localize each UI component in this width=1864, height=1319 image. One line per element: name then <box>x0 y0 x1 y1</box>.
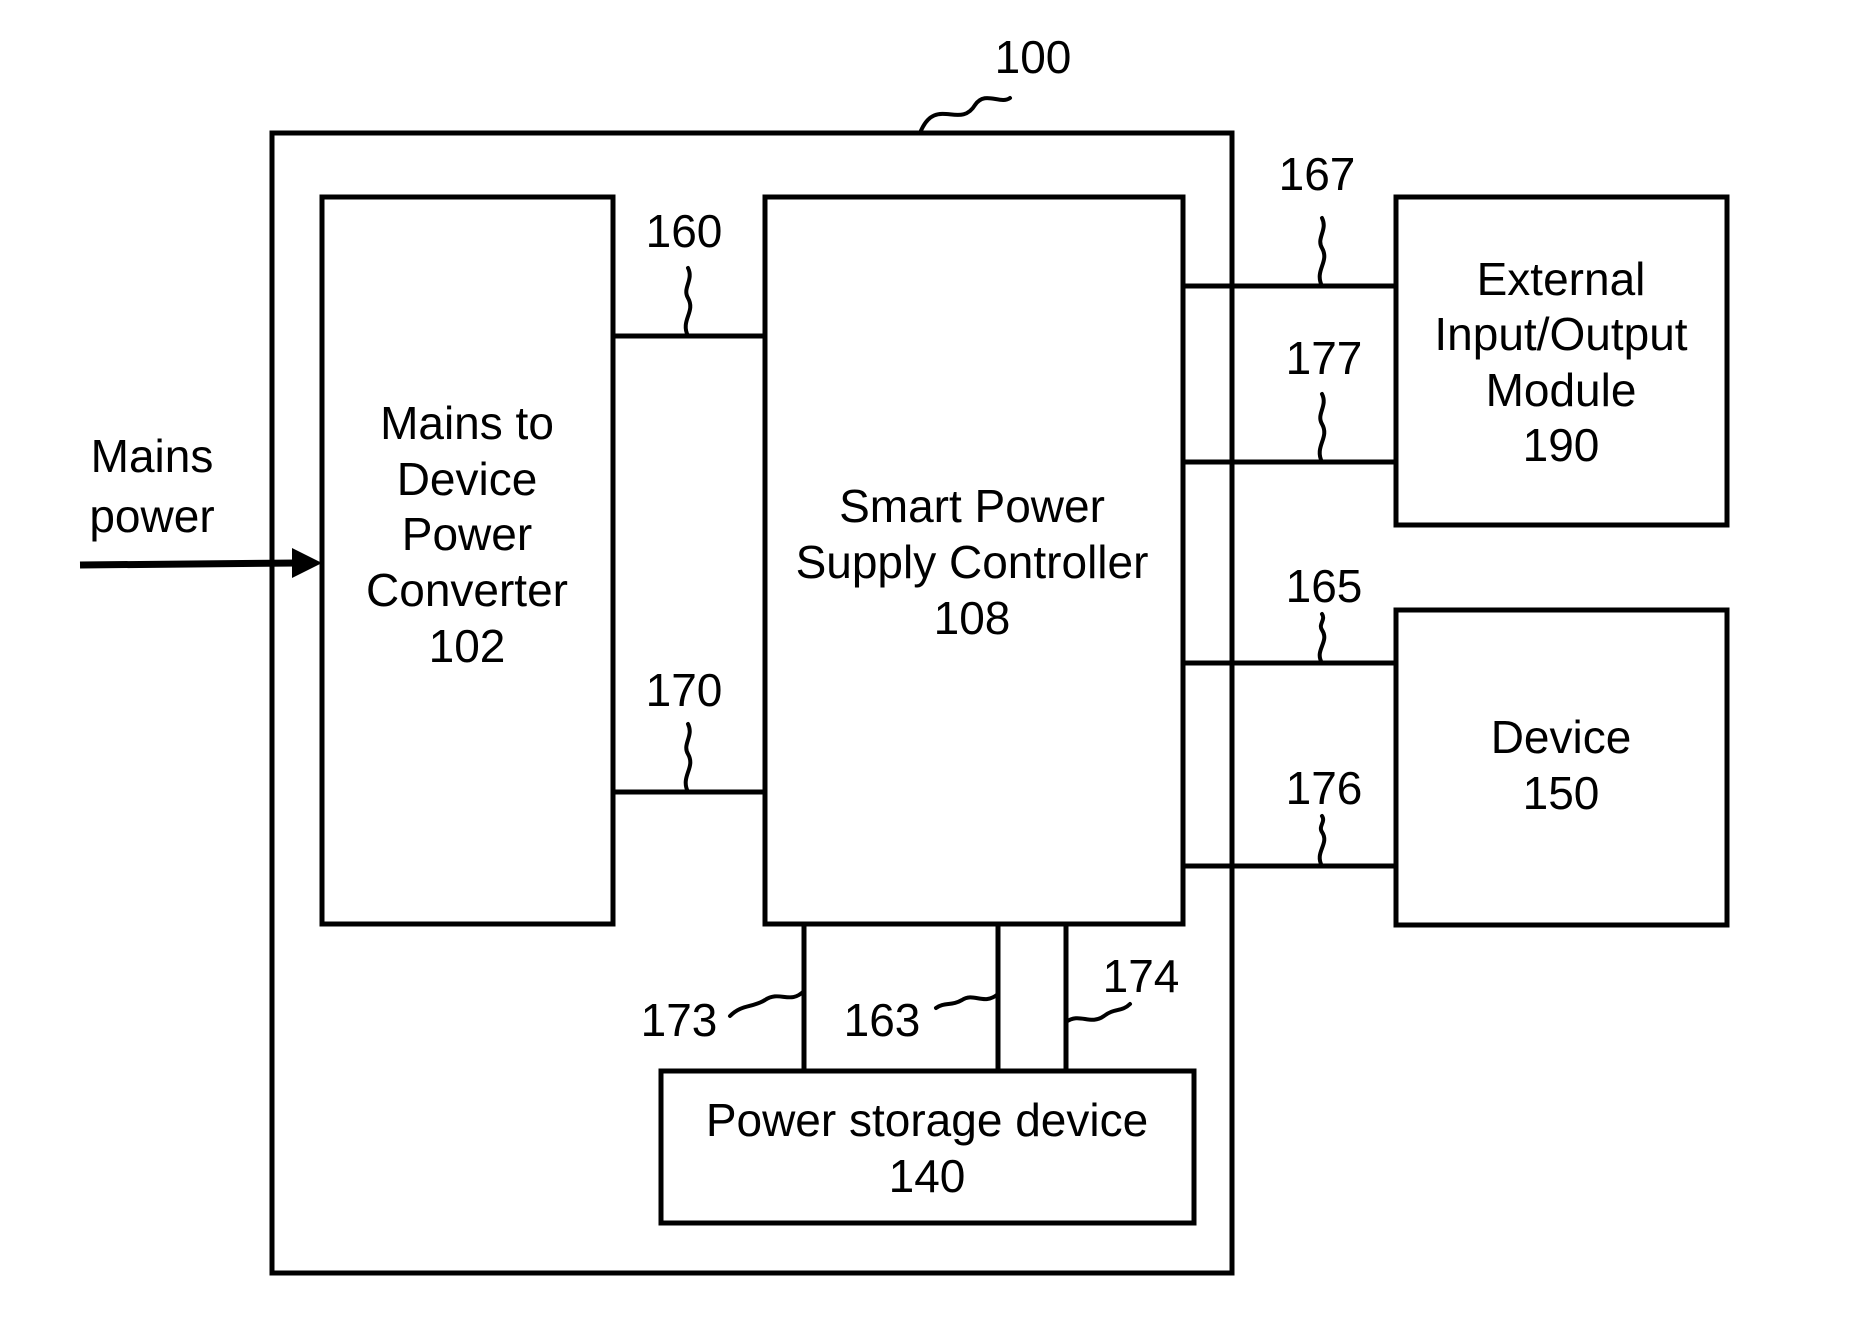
connection-176-label: 176 <box>1286 762 1363 814</box>
connection-163-squiggle <box>936 994 998 1008</box>
connection-160-squiggle <box>686 268 691 336</box>
converter-label-line2: Device <box>397 453 538 505</box>
mains-input-line <box>80 563 298 565</box>
connection-174-label: 174 <box>1103 950 1180 1002</box>
controller-ref: 108 <box>934 592 1011 644</box>
mains-power-label-line1: Mains <box>91 430 214 482</box>
connection-165-label: 165 <box>1286 560 1363 612</box>
connection-174-squiggle <box>1066 1004 1130 1022</box>
connection-170-label: 170 <box>646 664 723 716</box>
io-module-label-line3: Module <box>1486 364 1637 416</box>
storage-label-line1: Power storage device <box>706 1094 1148 1146</box>
converter-box <box>322 197 613 924</box>
device-ref: 150 <box>1523 767 1600 819</box>
connection-173-squiggle <box>730 991 804 1016</box>
io-module-label-line1: External <box>1477 253 1646 305</box>
connection-160-label: 160 <box>646 205 723 257</box>
io-module-label-line2: Input/Output <box>1434 308 1687 360</box>
connection-176-squiggle <box>1320 816 1325 866</box>
converter-ref: 102 <box>429 620 506 672</box>
controller-label-line1: Smart Power <box>839 480 1105 532</box>
converter-label-line1: Mains to <box>380 397 554 449</box>
io-module-box <box>1396 197 1727 525</box>
connection-170-squiggle <box>686 724 691 792</box>
connection-177-label: 177 <box>1286 332 1363 384</box>
connection-167-squiggle <box>1320 218 1325 286</box>
io-module-ref: 190 <box>1523 419 1600 471</box>
connection-165-squiggle <box>1320 614 1325 663</box>
converter-label-line3: Power <box>402 508 532 560</box>
system-ref-squiggle <box>920 98 1010 133</box>
device-label-line1: Device <box>1491 711 1632 763</box>
converter-label-line4: Converter <box>366 564 568 616</box>
mains-input-arrowhead <box>292 548 322 578</box>
connection-173-label: 173 <box>641 994 718 1046</box>
controller-label-line2: Supply Controller <box>796 536 1149 588</box>
connection-177-squiggle <box>1320 394 1325 462</box>
connection-163-label: 163 <box>844 994 921 1046</box>
mains-power-label-line2: power <box>89 490 214 542</box>
connection-167-label: 167 <box>1279 148 1356 200</box>
storage-ref: 140 <box>889 1150 966 1202</box>
system-ref-label: 100 <box>995 31 1072 83</box>
